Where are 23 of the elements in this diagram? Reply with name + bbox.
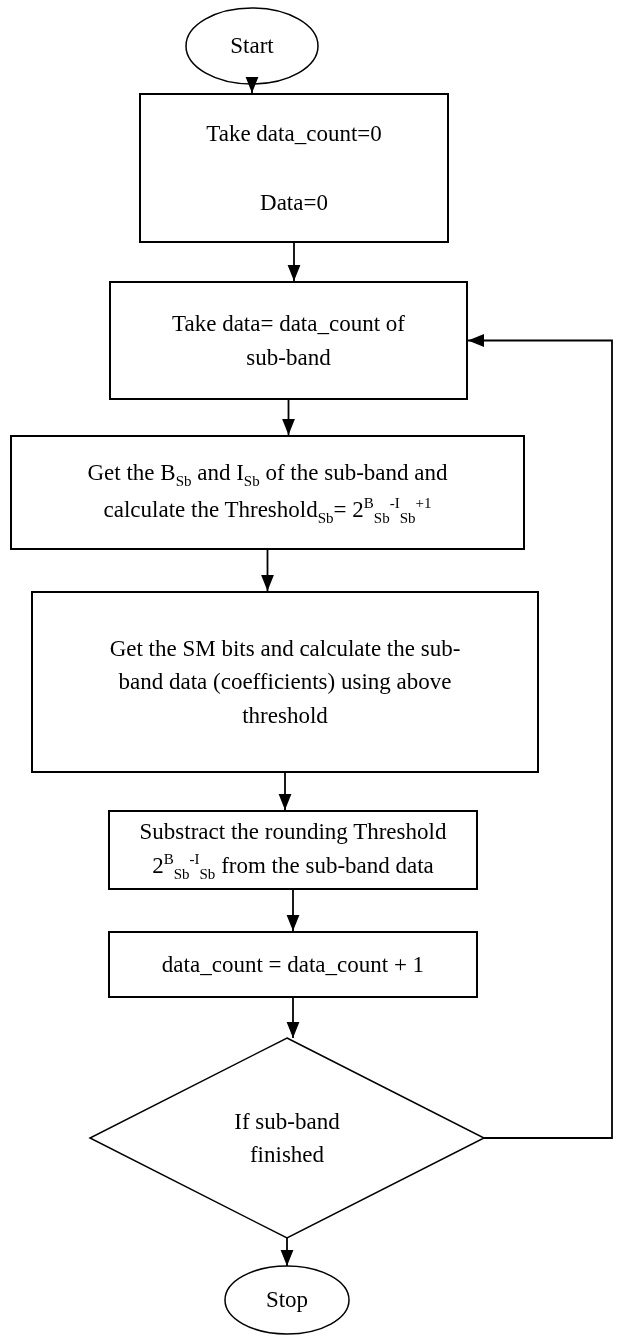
process-box (10, 435, 525, 550)
process-box (109, 281, 468, 400)
arrow (280, 1237, 294, 1267)
process-box (139, 93, 449, 243)
arrow (287, 242, 301, 282)
node-label: data_count = data_count + 1 (161, 950, 425, 979)
arrow (286, 997, 300, 1039)
arrow (278, 772, 292, 811)
arrow (245, 77, 259, 94)
arrow (286, 889, 300, 932)
process-box (108, 810, 478, 890)
node-label: If sub-band finished (233, 1107, 341, 1169)
node-label: Start (230, 32, 274, 61)
node-label: Get the SM bits and calculate the sub-band data (coefficients) using above threshold (108, 635, 462, 730)
process-box (31, 591, 539, 773)
arrow (282, 399, 295, 436)
node-label: Take data_count=0 (206, 119, 382, 148)
node-label: Data=0 (260, 188, 328, 217)
node-label: Take data= data_count of sub-band (171, 310, 406, 372)
node-label: Stop (265, 1286, 309, 1315)
arrow (261, 549, 274, 592)
process-box (108, 931, 478, 998)
arrow (467, 334, 613, 1139)
